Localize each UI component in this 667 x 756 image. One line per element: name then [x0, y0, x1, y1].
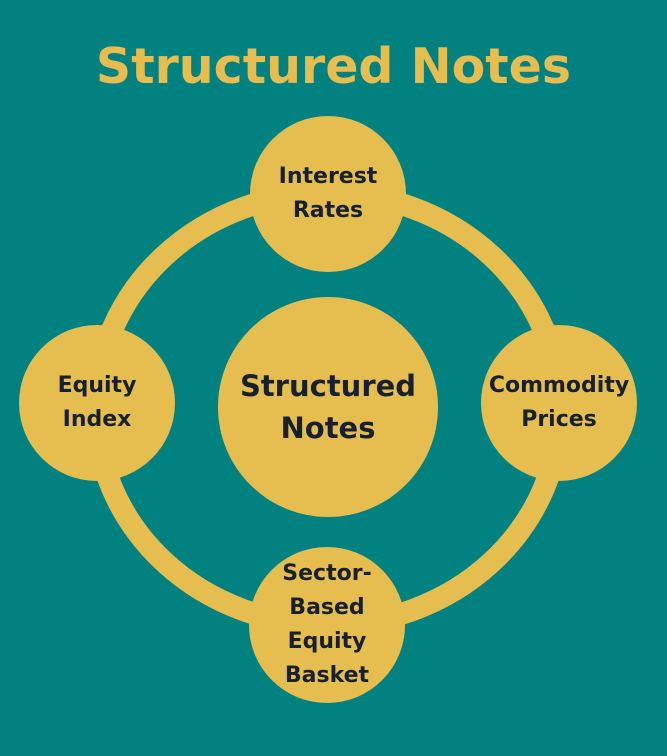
node-label: Sector-	[282, 561, 372, 586]
center-label-line: Structured	[239, 369, 417, 403]
node-label: Interest	[278, 164, 378, 189]
node-label: Equity	[287, 629, 367, 654]
diagram-title: Structured Notes	[95, 38, 572, 95]
node-label: Basket	[284, 663, 370, 688]
node-label: Based	[289, 595, 365, 620]
center-label-line: Notes	[280, 411, 376, 445]
node-label: Index	[62, 407, 132, 432]
node-label: Commodity	[488, 373, 630, 398]
node-label: Prices	[521, 407, 597, 432]
node-label: Rates	[292, 198, 364, 223]
node-label: Equity	[57, 373, 137, 398]
